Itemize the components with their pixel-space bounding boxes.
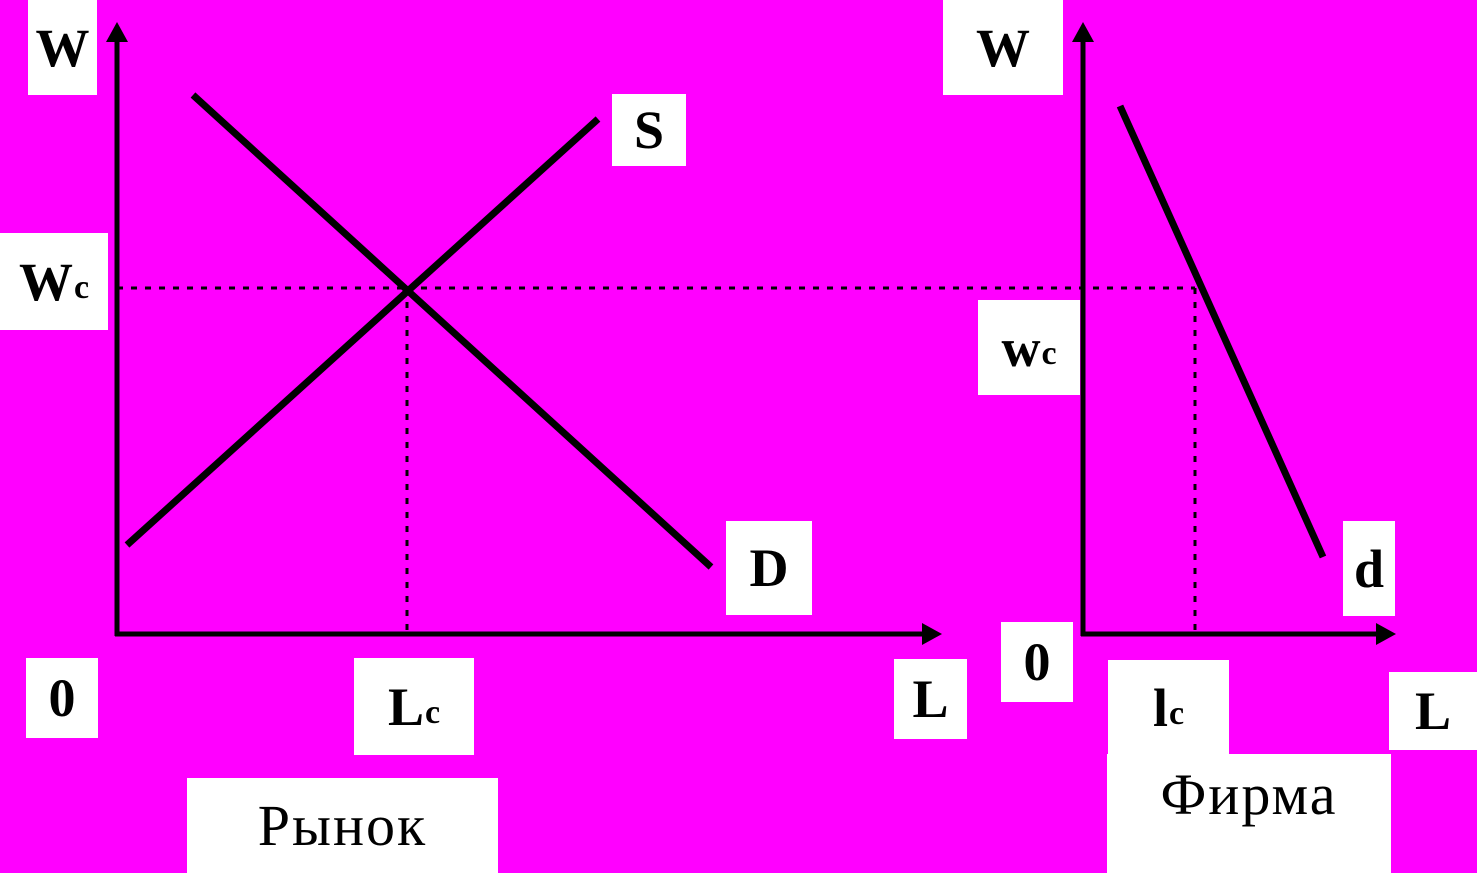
market-demand-curve [190, 92, 714, 570]
firm-x-axis-arrow [1376, 623, 1396, 645]
market-x-axis-arrow [922, 623, 942, 645]
firm-origin-label: 0 [1001, 622, 1073, 702]
market-panel [106, 22, 942, 645]
firm-d-label: d [1343, 521, 1395, 616]
market-supply-curve [124, 116, 601, 548]
market-caption: Рынок [187, 778, 498, 873]
market-y-axis-arrow [106, 22, 128, 42]
firm-caption: Фирма [1107, 754, 1391, 873]
firm-panel [1072, 22, 1396, 645]
firm-y-axis-arrow [1072, 22, 1094, 42]
market-d-label: D [726, 521, 812, 615]
firm-l-axis-label: L [1389, 672, 1477, 750]
market-s-label: S [612, 94, 686, 166]
market-w-axis-label: W [28, 0, 97, 95]
firm-demand-curve [1116, 104, 1327, 559]
market-l-axis-label: L [894, 659, 967, 739]
market-origin-label: 0 [26, 658, 98, 738]
firm-w-axis-label: W [943, 0, 1063, 95]
